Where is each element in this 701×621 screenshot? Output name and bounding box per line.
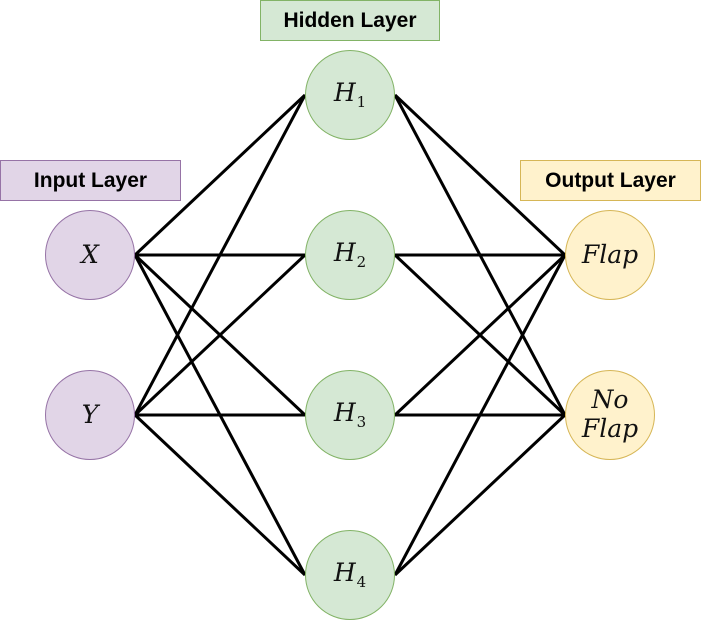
hidden-node-h2-subscript: 2 (356, 252, 367, 271)
hidden-output-edge-h4-noflap (393, 413, 567, 577)
output-node-no-flap: No Flap (565, 370, 655, 460)
output-node-flap-label: Flap (581, 239, 639, 269)
input-hidden-edge-y-h4 (133, 413, 307, 577)
input-node-x-label: X (81, 239, 99, 269)
input-hidden-edge-y-h1 (133, 94, 307, 416)
hidden-node-h3-label: H3 (333, 397, 367, 431)
hidden-node-h4-name: H (333, 557, 356, 587)
hidden-output-edge-h4-flap (393, 254, 567, 576)
hidden-node-h3-name: H (333, 397, 356, 427)
input-hidden-edge-x-h1 (133, 93, 307, 257)
input-node-x: X (45, 210, 135, 300)
output-node-no-flap-label-line2: Flap (581, 414, 639, 443)
hidden-node-h2-label: H2 (333, 237, 367, 271)
hidden-node-h1-label: H1 (333, 77, 367, 111)
hidden-node-h2: H2 (305, 210, 395, 300)
hidden-output-edge-h3-flap (393, 253, 567, 417)
hidden-node-h1-name: H (333, 77, 356, 107)
hidden-node-h3-subscript: 3 (356, 412, 367, 431)
hidden-node-h4-subscript: 4 (356, 572, 367, 591)
output-node-flap: Flap (565, 210, 655, 300)
hidden-node-h1: H1 (305, 50, 395, 140)
hidden-node-h3: H3 (305, 370, 395, 460)
input-node-y: Y (45, 370, 135, 460)
hidden-node-h1-subscript: 1 (356, 92, 367, 111)
hidden-node-h4: H4 (305, 530, 395, 620)
hidden-output-edge-h1-flap (393, 93, 567, 257)
hidden-node-h4-label: H4 (333, 557, 367, 591)
input-node-y-label: Y (81, 399, 99, 429)
hidden-layer-label: Hidden Layer (260, 0, 440, 41)
input-layer-label: Input Layer (0, 160, 181, 201)
output-layer-label: Output Layer (520, 160, 701, 201)
input-hidden-edge-y-h2 (133, 253, 307, 417)
output-node-no-flap-label-line1: No (591, 385, 629, 415)
hidden-node-h2-name: H (333, 237, 356, 267)
